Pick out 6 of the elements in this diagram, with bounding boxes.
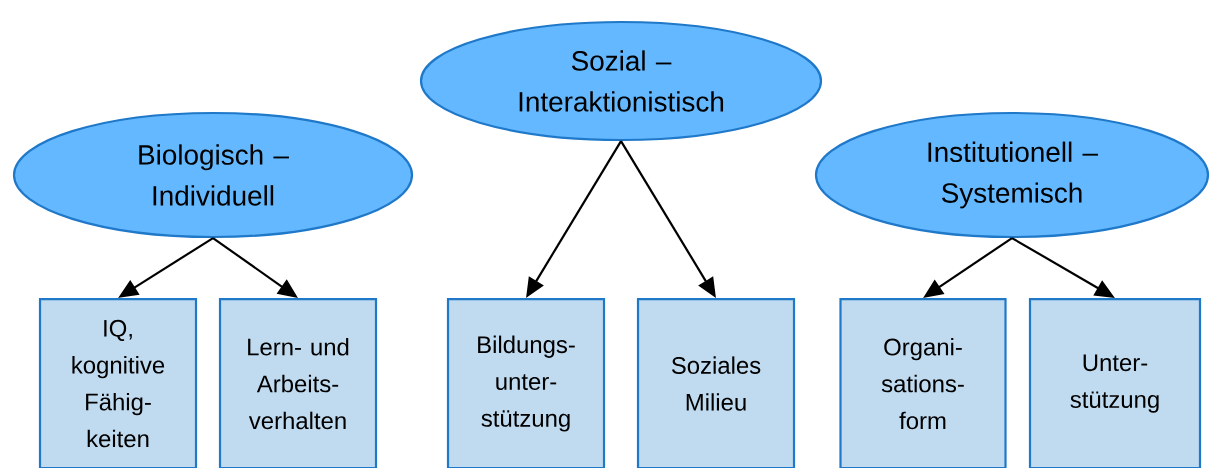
factor-box: Unter- stützung <box>1028 298 1202 468</box>
factor-box: Organi- sations- form <box>839 298 1007 468</box>
factor-box: Lern- und Arbeits- verhalten <box>218 298 378 468</box>
factor-box: Soziales Milieu <box>636 298 796 468</box>
factor-box: Bildungs- unter- stützung <box>446 298 606 468</box>
factor-box: IQ, kognitive Fähig- keiten <box>38 298 198 468</box>
